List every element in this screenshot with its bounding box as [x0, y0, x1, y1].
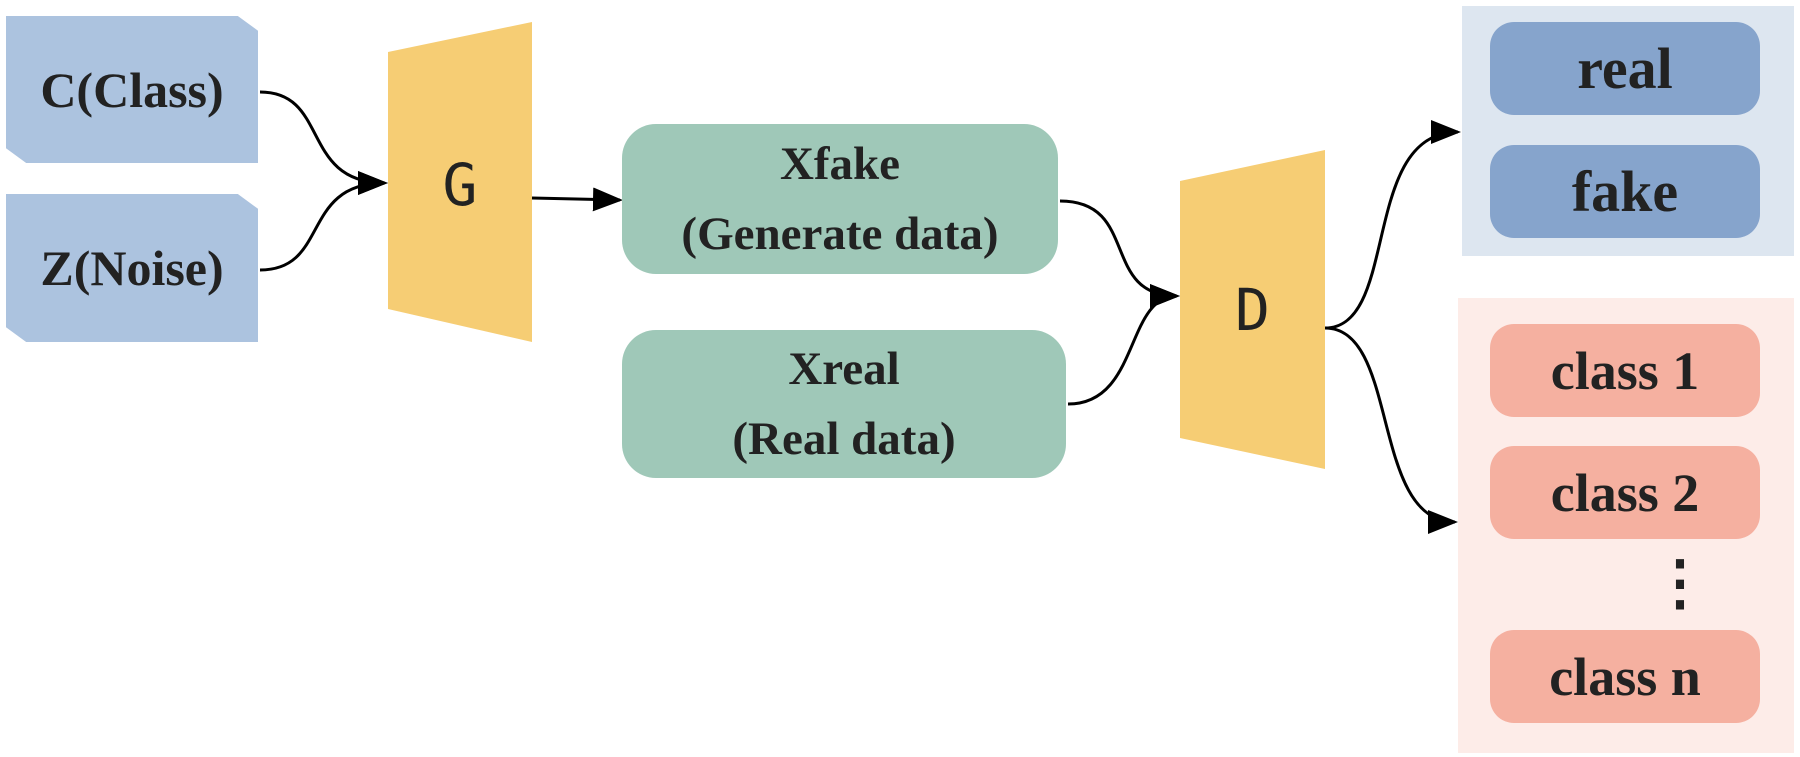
real-output-label: real [1577, 36, 1673, 101]
noise-input-box [6, 194, 258, 342]
arrow-class-to-generator [259, 90, 388, 195]
class-input-label: C(Class) [40, 61, 224, 118]
fake-output-label: fake [1571, 159, 1679, 224]
real-data-label: Xreal (Real data) [622, 330, 1066, 478]
generator-shape [388, 22, 532, 342]
real-output-pill [1490, 22, 1760, 115]
generator-label: G [442, 151, 478, 219]
fake-data-label: Xfake (Generate data) [622, 124, 1058, 274]
fake-data-title: Xfake [779, 138, 901, 190]
arrow-discriminator-to-source [1324, 120, 1461, 330]
class-n-pill [1490, 630, 1760, 723]
fake-data-subtitle: (Generate data) [681, 208, 999, 260]
class-input-box [6, 16, 258, 163]
arrow-real-to-discriminator [1067, 284, 1180, 406]
real-data-box [622, 330, 1066, 478]
discriminator-label: D [1235, 276, 1270, 344]
class-1-label: class 1 [1550, 340, 1700, 401]
real-data-title: Xreal [788, 343, 900, 395]
class-n-label: class n [1549, 646, 1701, 707]
discriminator-shape [1180, 150, 1325, 469]
real-data-subtitle: (Real data) [732, 413, 956, 465]
class-ellipsis: ⋮ [1650, 550, 1710, 616]
arrow-generator-to-fake [531, 187, 623, 212]
arrow-noise-to-generator [259, 171, 388, 272]
class-2-pill [1490, 446, 1760, 539]
class-1-pill [1490, 324, 1760, 417]
fake-data-box [622, 124, 1058, 274]
arrow-discriminator-to-class [1324, 326, 1458, 534]
class-2-label: class 2 [1550, 462, 1700, 523]
fake-output-pill [1490, 145, 1760, 238]
noise-input-label: Z(Noise) [40, 240, 224, 296]
arrow-fake-to-discriminator [1059, 199, 1180, 308]
